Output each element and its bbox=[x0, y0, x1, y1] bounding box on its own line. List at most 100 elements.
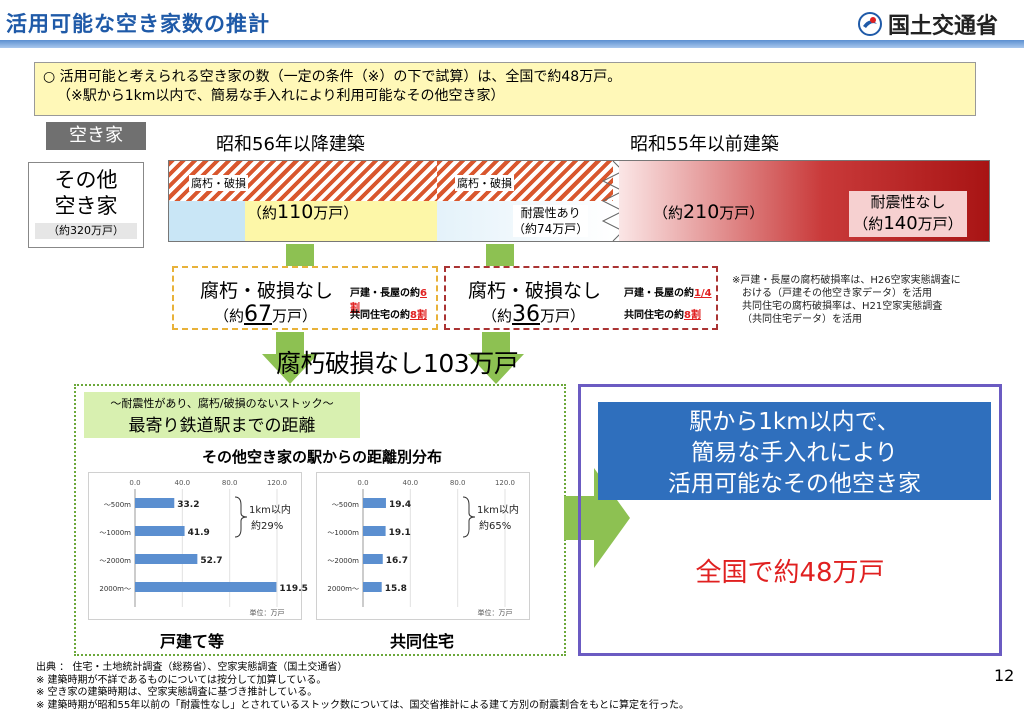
no-decay-count-left-post: 万戸） bbox=[272, 307, 318, 325]
data-label: 52.7 bbox=[200, 556, 222, 566]
result-line3: 活用可能なその他空き家 bbox=[668, 471, 921, 497]
before55-count-post: 万戸） bbox=[719, 204, 765, 222]
bracket-label-1: 1km以内 bbox=[477, 503, 519, 516]
ministry-logo: 国土交通省 bbox=[858, 8, 998, 40]
decay-rate-note-line2: おける（戸建その他空き家データ）を活用 bbox=[742, 288, 932, 299]
decay-label-after56: 腐朽・破損 bbox=[189, 175, 248, 191]
bar bbox=[135, 582, 277, 592]
collective-rate-right-label: 共同住宅の約 bbox=[624, 310, 684, 321]
no-decay-count-right-post: 万戸） bbox=[540, 307, 586, 325]
seismic-no-count-post: 万戸） bbox=[917, 215, 963, 233]
detached-rate-right-label: 戸建・長屋の約 bbox=[624, 288, 694, 299]
detached-rate-right-value: 1/4 bbox=[694, 288, 712, 299]
vacant-house-tag: 空き家 bbox=[46, 122, 146, 150]
no-decay-segment-after56 bbox=[245, 201, 437, 241]
category-label: ～1000m bbox=[99, 529, 131, 537]
no-decay-box-after56: 腐朽・破損なし （約67万戸） 戸建・長屋の約6割 共同住宅の約8割 bbox=[172, 266, 438, 330]
data-label: 15.8 bbox=[385, 584, 407, 594]
footnotes: 出典 ： 住宅・土地統計調査（総務省）、空家実態調査（国土交通省） ※ 建築時期… bbox=[36, 662, 689, 712]
summary-box: ○ 活用可能と考えられる空き家の数（一定の条件（※）の下で試算）は、全国で約48… bbox=[34, 62, 976, 116]
no-decay-count-left-num: 67 bbox=[244, 302, 273, 327]
seismic-no-count: （約140万戸） bbox=[849, 213, 967, 235]
collective-rate-left: 共同住宅の約8割 bbox=[350, 306, 427, 321]
detached-rate-right: 戸建・長屋の約1/4 bbox=[624, 284, 712, 299]
collective-rate-left-label: 共同住宅の約 bbox=[350, 310, 410, 321]
vacant-house-breakdown-bar: 腐朽・破損 （約110万戸） 腐朽・破損 耐震性あり （約74万戸） （約210… bbox=[168, 160, 990, 242]
seismic-no-box: 耐震性なし （約140万戸） bbox=[849, 191, 967, 237]
seismic-yes-line1: 耐震性あり bbox=[520, 206, 581, 220]
decay-label-before55: 腐朽・破損 bbox=[455, 175, 514, 191]
footnote-3: ※ 建築時期が昭和55年以前の「耐震性なし」とされているストック数については、国… bbox=[36, 699, 689, 711]
after56-count-post: 万戸） bbox=[313, 204, 359, 222]
bar bbox=[363, 526, 386, 536]
distance-panel-subtitle: ～耐震性があり、腐朽/破損のないストック～ bbox=[110, 397, 334, 410]
footnote-1: ※ 建築時期が不詳であるものについては按分して加算している。 bbox=[36, 674, 327, 686]
x-tick-label: 40.0 bbox=[403, 479, 419, 487]
summary-line-2: （※駅から1km以内で、簡易な手入れにより利用可能なその他空き家） bbox=[57, 88, 505, 104]
footnote-source: 出典 ： 住宅・土地統計調査（総務省）、空家実態調査（国土交通省） bbox=[36, 662, 348, 673]
result-line2: 簡易な手入れにより bbox=[691, 440, 898, 466]
chart-detached-caption: 戸建て等 bbox=[160, 632, 225, 651]
down-arrow-right bbox=[486, 244, 514, 270]
no-decay-count-right: （約36万戸） bbox=[482, 302, 585, 327]
x-tick-label: 80.0 bbox=[450, 479, 466, 487]
category-label: ～500m bbox=[104, 501, 131, 509]
no-decay-count-right-num: 36 bbox=[512, 302, 541, 327]
decay-rate-note-line4: （共同住宅データ）を活用 bbox=[742, 314, 862, 325]
down-arrow-left bbox=[286, 244, 314, 270]
after56-count-num: 110 bbox=[277, 201, 314, 223]
ministry-name: 国土交通省 bbox=[888, 14, 999, 39]
decay-segment-after56 bbox=[169, 201, 245, 241]
footnote-2: ※ 空き家の建築時期は、空家実態調査に基づき推計している。 bbox=[36, 687, 318, 698]
seismic-no-line1: 耐震性なし bbox=[870, 193, 946, 211]
merge-arrows bbox=[262, 332, 524, 384]
mlit-emblem-icon bbox=[858, 12, 882, 36]
seismic-no-count-pre: （約 bbox=[853, 215, 884, 233]
data-label: 119.5 bbox=[279, 584, 307, 594]
x-tick-label: 120.0 bbox=[267, 479, 287, 487]
category-label: 2000m～ bbox=[99, 585, 131, 593]
no-decay-title-right: 腐朽・破損なし bbox=[468, 280, 602, 302]
title-underline-bar bbox=[0, 40, 1024, 48]
decay-rate-note: ※戸建・長屋の腐朽破損率は、H26空家実態調査に おける（戸建その他空き家データ… bbox=[732, 274, 961, 326]
x-tick-label: 80.0 bbox=[222, 479, 238, 487]
x-tick-label: 40.0 bbox=[175, 479, 191, 487]
bracket-label-2: 約29% bbox=[251, 519, 283, 532]
x-tick-label: 0.0 bbox=[357, 479, 368, 487]
decay-rate-note-line1: ※戸建・長屋の腐朽破損率は、H26空家実態調査に bbox=[732, 275, 961, 286]
summary-line-1: ○ 活用可能と考えられる空き家の数（一定の条件（※）の下で試算）は、全国で約48… bbox=[43, 69, 622, 85]
detached-rate-left-value: 6割 bbox=[350, 288, 427, 314]
seismic-yes-line2: （約74万戸） bbox=[513, 222, 589, 236]
distance-chart-title: その他空き家の駅からの距離別分布 bbox=[202, 448, 443, 466]
no-decay-total: 腐朽破損なし103万戸 bbox=[276, 349, 519, 378]
bar bbox=[363, 498, 386, 508]
category-label: 2000m～ bbox=[327, 585, 359, 593]
category-label: ～500m bbox=[332, 501, 359, 509]
result-description: 駅から1km以内で、 簡易な手入れにより 活用可能なその他空き家 bbox=[598, 402, 991, 500]
header-before-s55: 昭和55年以前建築 bbox=[630, 134, 779, 155]
page-title: 活用可能な空き家数の推計 bbox=[6, 12, 270, 36]
zigzag-divider bbox=[601, 160, 625, 242]
bracket-label-2: 約65% bbox=[479, 519, 511, 532]
other-vacant-line1: その他 bbox=[54, 168, 118, 192]
data-label: 41.9 bbox=[188, 528, 210, 538]
page-number: 12 bbox=[994, 666, 1015, 685]
seismic-no-count-num: 140 bbox=[883, 213, 918, 234]
no-decay-count-left-pre: （約 bbox=[214, 307, 245, 325]
bar bbox=[135, 498, 175, 508]
result-line1: 駅から1km以内で、 bbox=[689, 409, 900, 435]
bar bbox=[363, 582, 382, 592]
detached-rate-left-label: 戸建・長屋の約 bbox=[350, 288, 420, 299]
collective-rate-right: 共同住宅の約8割 bbox=[624, 306, 701, 321]
other-vacant-count: （約320万戸） bbox=[35, 223, 137, 239]
no-decay-box-before55: 腐朽・破損なし （約36万戸） 戸建・長屋の約1/4 共同住宅の約8割 bbox=[444, 266, 718, 330]
unit-label: 単位：万戸 bbox=[478, 608, 513, 617]
chart-collective-caption: 共同住宅 bbox=[390, 632, 455, 651]
header-after-s56: 昭和56年以降建築 bbox=[216, 134, 365, 155]
seismic-yes-label: 耐震性あり （約74万戸） bbox=[513, 205, 589, 237]
unit-label: 単位：万戸 bbox=[250, 608, 285, 617]
bar bbox=[135, 526, 185, 536]
